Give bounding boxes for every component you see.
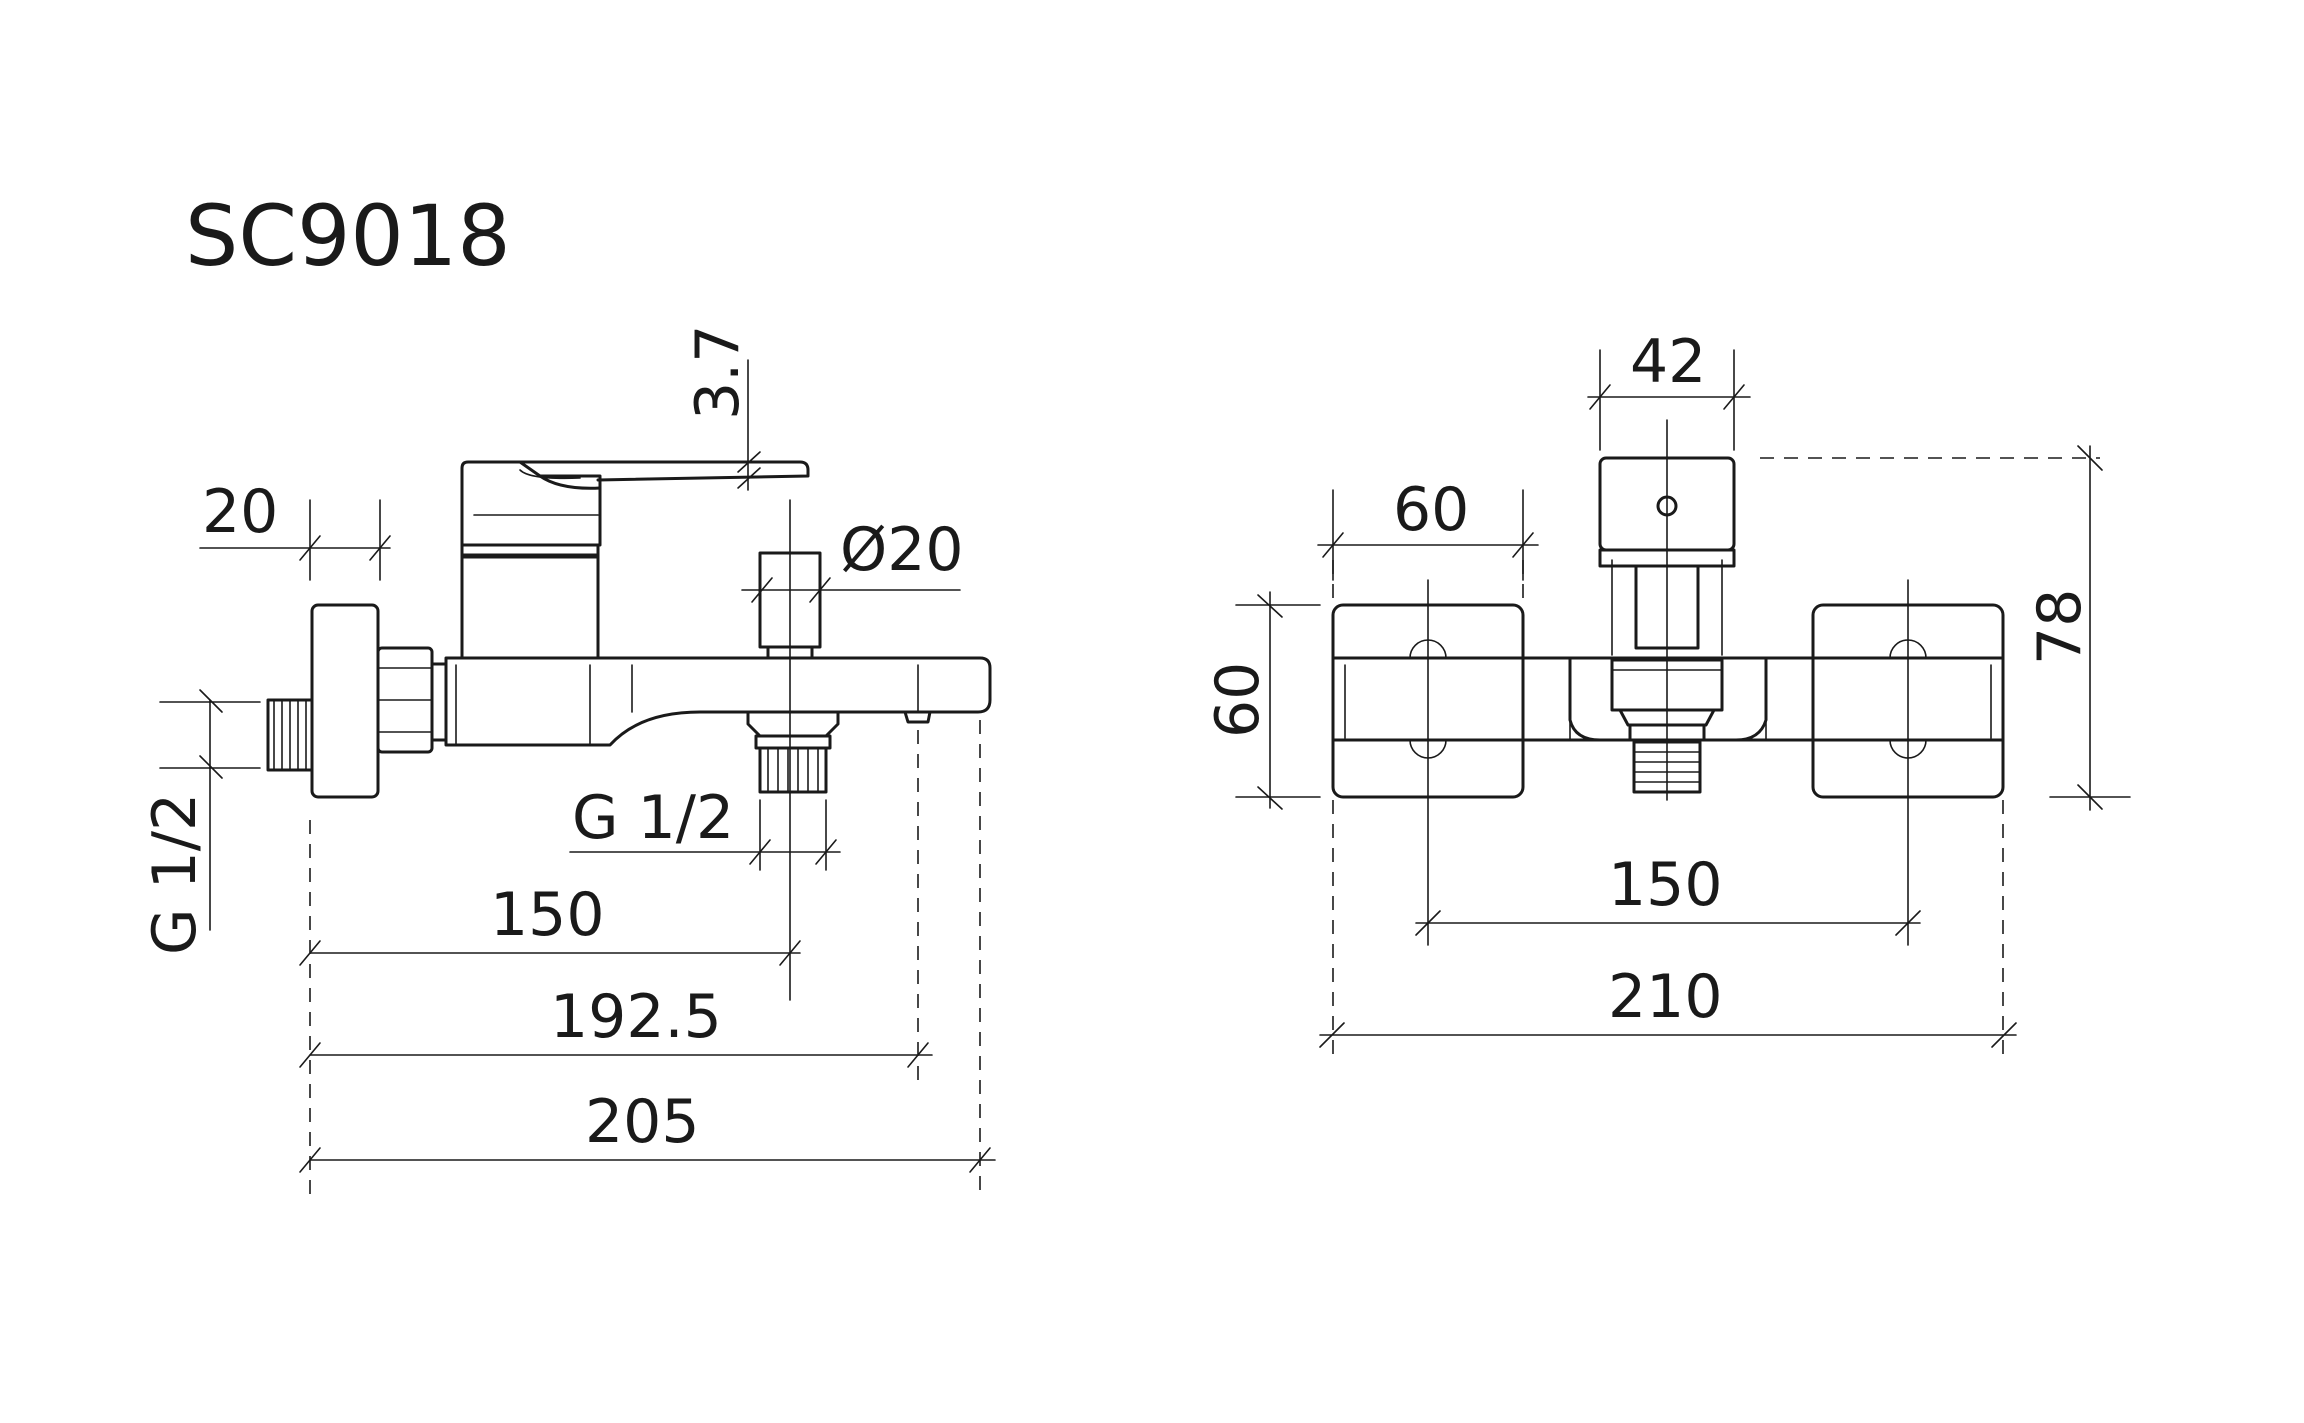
svg-text:60: 60: [1203, 662, 1273, 738]
dim-d20: Ø20: [741, 515, 964, 603]
dim-150-side: 150: [299, 880, 801, 966]
dim-3-7: 3.7: [683, 325, 761, 491]
lever-handle: [460, 460, 810, 547]
svg-text:G 1/2: G 1/2: [140, 793, 210, 955]
front-view: 42 60 60 78: [1203, 327, 2131, 1055]
cartridge-housing: [460, 553, 600, 660]
front-bar-body: [1331, 656, 2005, 742]
dim-60-left: 60: [1203, 591, 1321, 810]
svg-text:3.7: 3.7: [683, 325, 753, 420]
dim-42: 42: [1587, 327, 1751, 451]
svg-text:42: 42: [1630, 327, 1706, 397]
drawing-title: SC9018: [185, 187, 511, 285]
dim-g12-left: G 1/2: [140, 689, 261, 955]
svg-text:192.5: 192.5: [550, 982, 722, 1052]
dim-192-5: 192.5: [299, 982, 933, 1068]
dim-78: 78: [2025, 445, 2131, 811]
dim-150-front: 150: [1415, 850, 1921, 936]
dim-20: 20: [199, 477, 391, 581]
svg-text:150: 150: [1608, 850, 1723, 920]
mixer-body: [444, 656, 992, 747]
wall-flange: [310, 603, 380, 799]
svg-text:60: 60: [1393, 475, 1469, 545]
dim-210: 210: [1319, 962, 2017, 1048]
svg-text:78: 78: [2025, 589, 2095, 665]
svg-text:150: 150: [490, 880, 605, 950]
svg-text:Ø20: Ø20: [840, 515, 964, 585]
svg-text:205: 205: [585, 1087, 700, 1157]
svg-text:20: 20: [202, 477, 278, 547]
dim-205: 205: [299, 1087, 996, 1173]
hex-nut: [376, 646, 434, 754]
svg-text:210: 210: [1608, 962, 1723, 1032]
side-view: 20 3.7 Ø20 G 1/2: [140, 325, 996, 1200]
inlet-thread: [266, 698, 314, 772]
outlet-thread: [746, 710, 840, 794]
dim-60-top: 60: [1317, 475, 1539, 581]
svg-text:G 1/2: G 1/2: [572, 783, 734, 853]
dim-g12-bottom: G 1/2: [569, 783, 841, 871]
